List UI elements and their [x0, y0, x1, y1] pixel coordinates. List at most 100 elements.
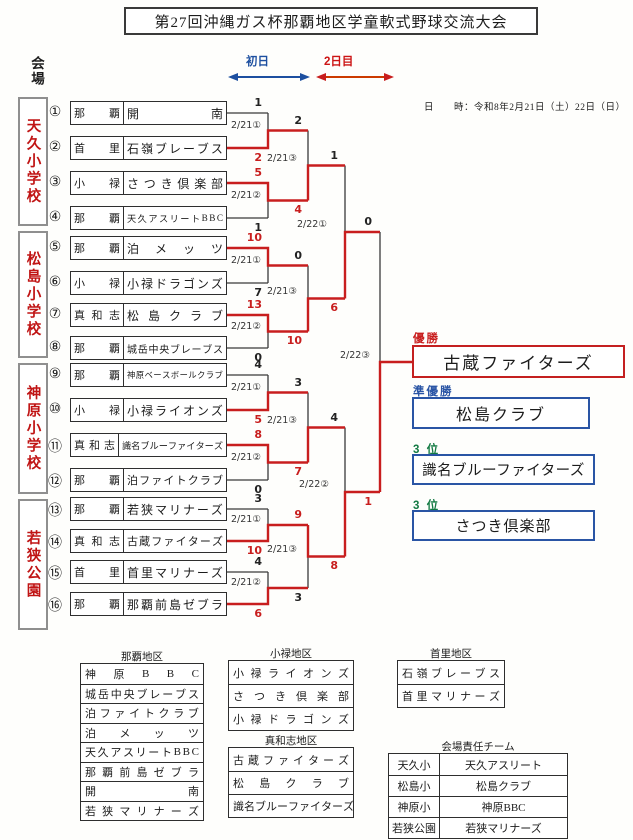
district-table-mawashi: 古蔵ファイターズ 松島クラブ 識名ブルーファイターズ — [228, 747, 354, 818]
district-table-title: 真和志地区 — [264, 736, 318, 747]
venue-box-wakasa: 若狭公園 — [18, 499, 48, 630]
team-number: ⑨ — [48, 366, 62, 382]
team-row: 小禄 小禄ドラゴンズ — [70, 271, 227, 295]
team-row: 那覇 泊ファイトクラブ — [70, 468, 227, 492]
runner-up-box: 松島クラブ — [412, 397, 590, 429]
third-place-label: 3 位 — [413, 444, 441, 456]
team-cell: 若狭マリナーズ — [465, 823, 542, 835]
team-name: 古蔵ファイターズ — [127, 536, 223, 548]
team-number: ⑦ — [48, 306, 62, 322]
district-table-shuri: 石嶺ブレーブス 首里マリナーズ — [397, 660, 505, 708]
score: 3 — [294, 376, 302, 389]
score: 4 — [294, 203, 302, 216]
team-district: 那覇 — [71, 469, 124, 491]
district-table-title: 那覇地区 — [121, 652, 163, 663]
match-label: 2/21② — [231, 321, 261, 332]
winner-path — [227, 129, 412, 606]
team-name: 那覇前島ゼブラ — [127, 597, 223, 612]
team-cell: 天久アスリート — [465, 759, 542, 772]
team-name: 開南 — [127, 106, 223, 121]
team-district: 小禄 — [71, 399, 124, 421]
venue-cell: 松島小 — [389, 776, 440, 796]
match-label: 2/22③ — [340, 350, 370, 361]
team-row: 那覇 城岳中央ブレーブス — [70, 336, 227, 360]
team-row: 真和志 識名ブルーファイターズ — [70, 433, 227, 457]
table-row: 天久小 天久アスリート — [389, 754, 567, 775]
score: 8 — [254, 428, 262, 441]
score: 4 — [254, 358, 262, 371]
team-district: 首里 — [71, 561, 124, 583]
team-name: 小禄ライオンズ — [127, 403, 223, 418]
team-row: 那覇 開南 — [70, 101, 227, 125]
score: 0 — [254, 351, 262, 364]
runner-up-label: 準優勝 — [413, 386, 454, 398]
table-row: 小禄ライオンズ — [233, 667, 349, 680]
team-row: 真和志 松島クラブ — [70, 303, 227, 327]
table-row: 若狭マリナーズ — [81, 800, 203, 821]
day1-arrow — [228, 73, 310, 81]
team-number: ⑭ — [48, 535, 62, 551]
team-name: 松島クラブ — [127, 308, 223, 323]
table-row: 泊メッツ — [81, 722, 203, 743]
match-label: 2/21② — [231, 190, 261, 201]
team-number: ① — [48, 104, 62, 120]
match-label: 2/21② — [231, 577, 261, 588]
match-label: 2/22① — [297, 219, 327, 230]
score: 1 — [330, 149, 338, 162]
team-name: 首里マリナーズ — [127, 565, 223, 580]
score: 6 — [330, 301, 338, 314]
team-number: ③ — [48, 174, 62, 190]
district-table-title: 小禄地区 — [270, 649, 312, 660]
table-row: 松島小 松島クラブ — [389, 775, 567, 796]
team-number: ⑫ — [48, 474, 62, 490]
score: 5 — [254, 166, 262, 179]
team-number: ⑬ — [48, 503, 62, 519]
score: 6 — [254, 607, 262, 620]
score: 0 — [294, 249, 302, 262]
page-title: 第27回沖縄ガス杯那覇地区学童軟式野球交流大会 — [124, 7, 538, 35]
legend-day2: 2日目 — [324, 56, 354, 68]
table-row: 神原小 神原BBC — [389, 796, 567, 817]
team-number: ⑤ — [48, 239, 62, 255]
team-cell: 神原BBC — [481, 802, 526, 814]
team-row: 那覇 神原ベースボールクラブ — [70, 363, 227, 387]
venue-box-ameku: 天久小学校 — [18, 97, 48, 226]
champion-box: 古蔵ファイターズ — [412, 345, 625, 378]
team-district: 小禄 — [71, 172, 124, 194]
team-number: ⑪ — [48, 439, 62, 455]
score: 2 — [254, 151, 262, 164]
team-district: 真和志 — [71, 434, 119, 456]
team-district: 那覇 — [71, 498, 124, 520]
team-row: 首里 石嶺ブレーブス — [70, 136, 227, 160]
team-district: 那覇 — [71, 207, 124, 229]
score: 9 — [294, 508, 302, 521]
district-table-oroku: 小禄ライオンズ さつき倶楽部 小禄ドラゴンズ — [228, 660, 354, 731]
team-row: 真和志 古蔵ファイターズ — [70, 529, 227, 553]
table-row: 那覇前島ゼブラ — [81, 761, 203, 782]
team-cell: 松島クラブ — [476, 781, 531, 793]
venue-box-matsushima: 松島小学校 — [18, 231, 48, 358]
table-row: 識名ブルーファイターズ — [229, 794, 354, 817]
team-number: ④ — [48, 209, 62, 225]
venue-heading: 会場 — [29, 56, 44, 87]
score: 0 — [364, 215, 372, 228]
venue-cell: 天久小 — [389, 754, 440, 775]
score: 0 — [254, 483, 262, 496]
score: 8 — [330, 559, 338, 572]
team-district: 那覇 — [71, 593, 124, 615]
table-row: 石嶺ブレーブス — [402, 667, 500, 680]
match-label: 2/21① — [231, 120, 261, 131]
match-label: 2/21① — [231, 382, 261, 393]
team-number: ⑮ — [48, 566, 62, 582]
match-label: 2/21② — [231, 452, 261, 463]
team-district: 小禄 — [71, 272, 124, 294]
team-number: ⑧ — [48, 339, 62, 355]
match-label: 2/21① — [231, 514, 261, 525]
match-label: 2/21③ — [267, 286, 297, 297]
team-district: 那覇 — [71, 337, 124, 359]
